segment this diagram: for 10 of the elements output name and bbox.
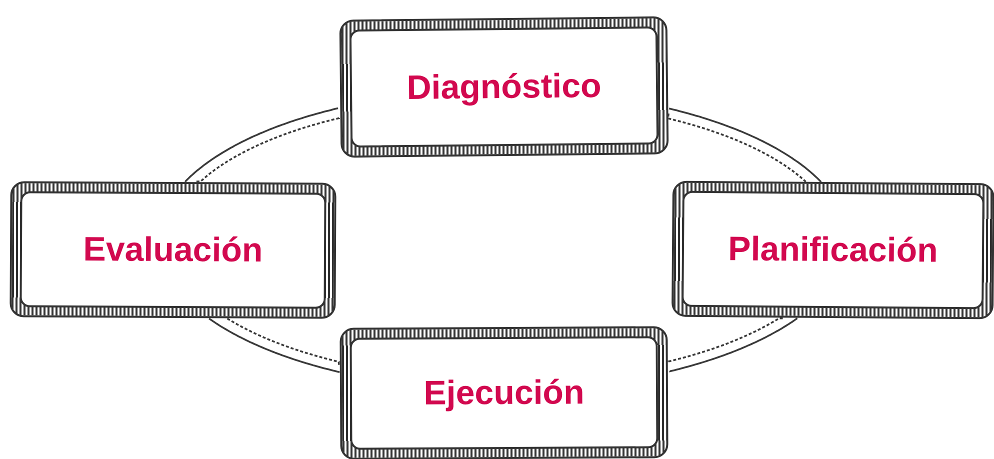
step-label: Planificación (728, 230, 938, 270)
process-box (340, 326, 668, 459)
process-box (671, 180, 994, 320)
double-line-connector (183, 107, 340, 183)
process-box (10, 181, 336, 319)
step-label: Evaluación (83, 230, 263, 270)
double-line-connector (206, 318, 341, 374)
process-box (339, 16, 669, 158)
step-label: Ejecución (424, 373, 584, 413)
step-label: Diagnóstico (406, 66, 602, 108)
